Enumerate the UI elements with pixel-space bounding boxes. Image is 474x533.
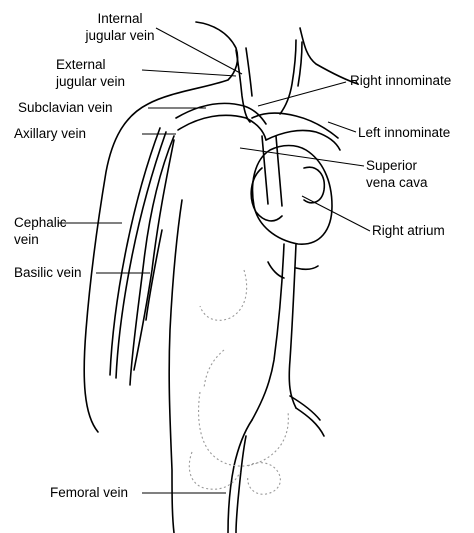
head-right-outline bbox=[299, 27, 359, 85]
external-jugular-2 bbox=[297, 41, 303, 87]
superior-vena-cava bbox=[261, 135, 269, 205]
left-innominate bbox=[265, 129, 341, 151]
leader-right-atrium bbox=[301, 195, 371, 232]
renal-vein-left bbox=[267, 261, 285, 279]
pelvis-outline-dotted bbox=[198, 391, 289, 467]
cephalic-vein-line-2 bbox=[115, 131, 167, 379]
femoral-vein-2 bbox=[235, 435, 247, 533]
label-axillary: Axillary vein bbox=[14, 126, 87, 141]
label-left-innominate: Left innominate bbox=[358, 125, 451, 140]
label-right-innominate: Right innominate bbox=[350, 73, 452, 88]
label-cephalic: Cephalic vein bbox=[14, 215, 67, 247]
label-external-jugular: External jugular vein bbox=[56, 57, 126, 89]
label-femoral: Femoral vein bbox=[50, 485, 129, 500]
external-jugular bbox=[279, 39, 297, 115]
leader-external-jugular bbox=[141, 69, 237, 77]
femur-head-dotted bbox=[247, 462, 281, 495]
iliac-vein-right-2 bbox=[289, 395, 321, 421]
label-right-atrium: Right atrium bbox=[372, 223, 445, 238]
rib-outline-dotted bbox=[199, 269, 248, 321]
basilic-vein-line-2 bbox=[145, 229, 163, 321]
pelvis-inner-dotted bbox=[203, 349, 225, 389]
label-basilic: Basilic vein bbox=[14, 265, 82, 280]
heart-left-atrium bbox=[303, 166, 326, 204]
inferior-vena-cava-2 bbox=[288, 243, 297, 409]
label-subclavian: Subclavian vein bbox=[18, 100, 113, 115]
leader-right-innominate bbox=[257, 81, 347, 107]
label-superior-vena-cava: Superior vena cava bbox=[366, 158, 428, 190]
subclavian-vein-lower bbox=[177, 114, 267, 141]
heart-outline bbox=[251, 144, 333, 245]
hip-outline-dotted bbox=[188, 451, 241, 490]
inferior-vena-cava bbox=[251, 243, 285, 421]
iliac-vein-left bbox=[233, 419, 253, 467]
leader-superior-vena-cava bbox=[239, 147, 365, 167]
internal-jugular-left bbox=[235, 49, 251, 123]
iliac-vein-right bbox=[295, 407, 325, 437]
arm-inner-outline bbox=[129, 135, 175, 386]
cephalic-vein-line bbox=[109, 127, 161, 376]
leader-left-innominate bbox=[327, 121, 357, 133]
label-internal-jugular: Internal jugular vein bbox=[85, 11, 155, 43]
basilic-vein-line bbox=[133, 139, 175, 371]
leader-internal-jugular bbox=[155, 27, 243, 75]
femoral-vein bbox=[227, 465, 235, 533]
right-atrium bbox=[250, 167, 283, 222]
superior-vena-cava-2 bbox=[275, 135, 283, 207]
internal-jugular-right bbox=[245, 47, 253, 97]
renal-vein-right bbox=[295, 265, 319, 271]
right-innominate bbox=[251, 112, 339, 139]
torso-inner-arm-line bbox=[168, 199, 183, 533]
subclavian-vein bbox=[175, 102, 267, 125]
